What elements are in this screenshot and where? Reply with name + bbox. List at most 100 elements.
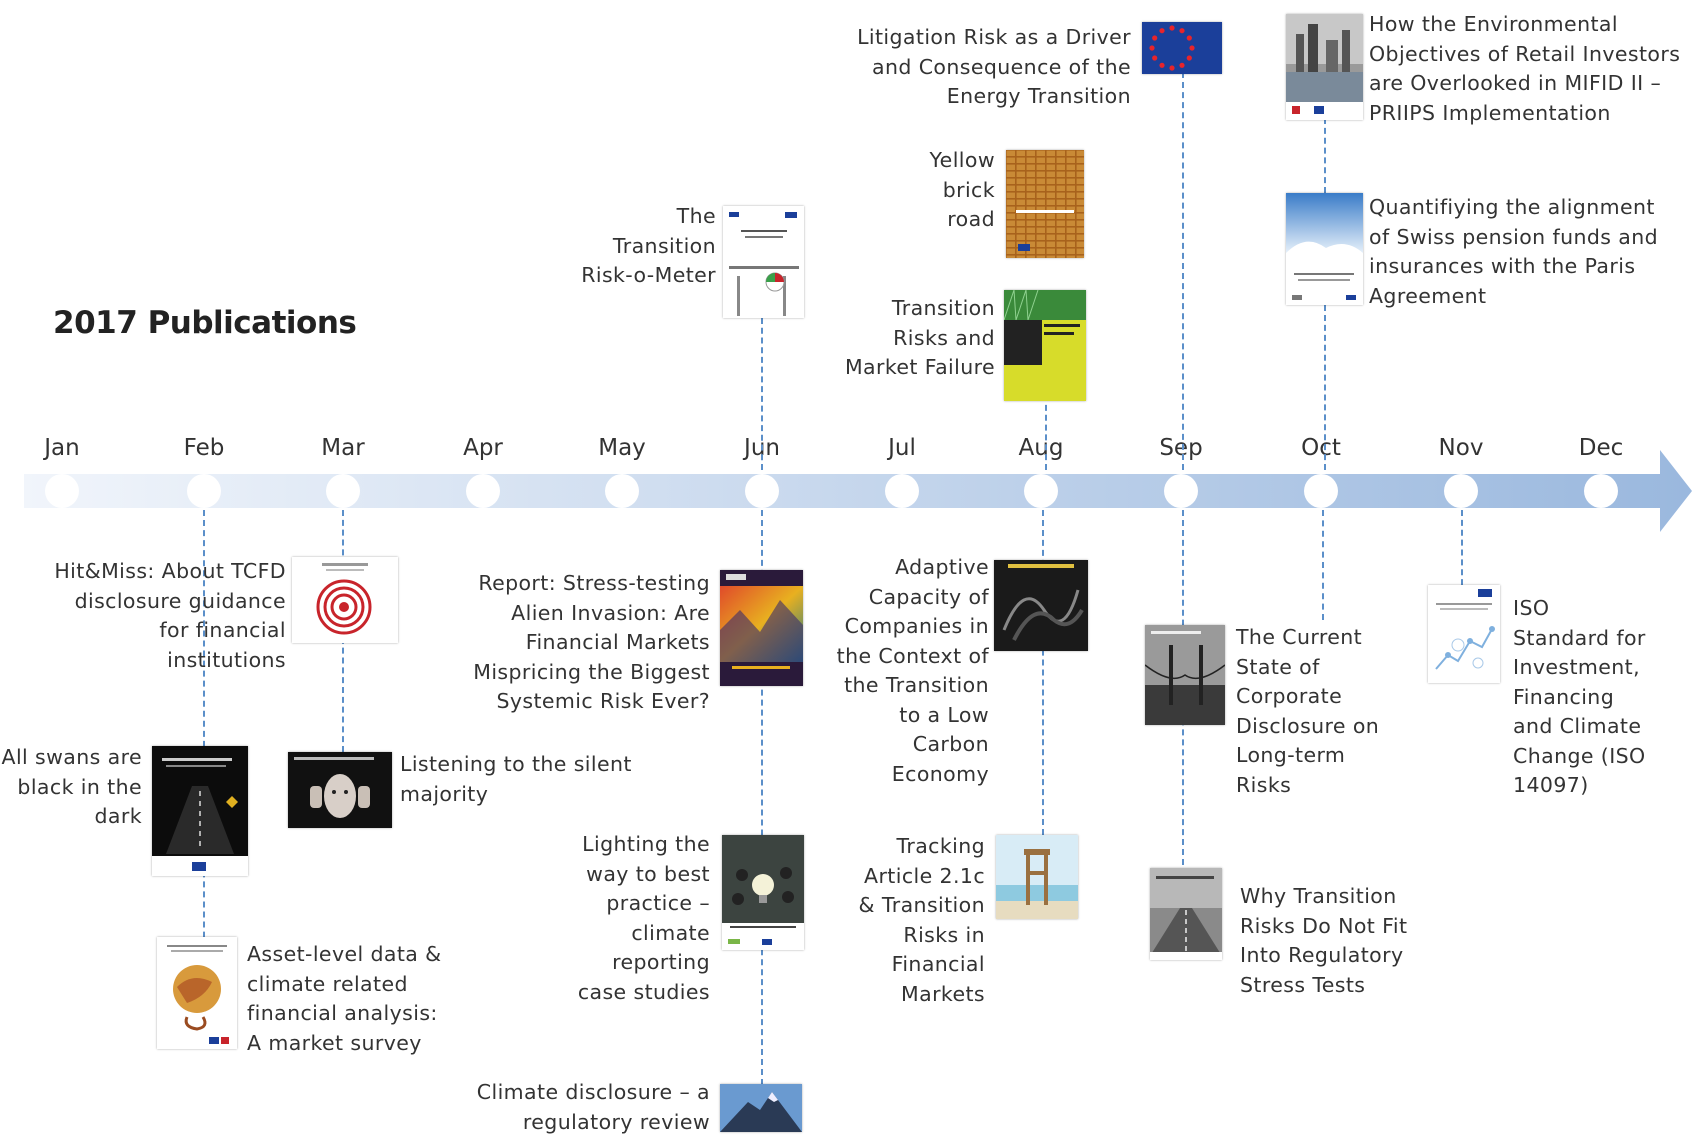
- publication-title-line: climate: [578, 919, 710, 949]
- month-marker: [466, 474, 500, 508]
- month-label-aug: Aug: [1019, 435, 1064, 461]
- publication-title-line: Economy: [837, 760, 989, 790]
- publication-title-line: Risks Do Not Fit: [1240, 912, 1407, 942]
- publication-title-line: Systemic Risk Ever?: [473, 687, 710, 717]
- publication-title-line: A market survey: [247, 1029, 442, 1059]
- publication-title-line: The Current: [1236, 623, 1379, 653]
- publication-title: Litigation Risk as a Driver and Conseque…: [857, 23, 1131, 112]
- eu-star-icon: [1152, 55, 1157, 60]
- publication-title-line: Change (ISO: [1513, 742, 1646, 772]
- dark-road-cover-icon: [152, 746, 248, 876]
- publication-title-line: Financing: [1513, 683, 1646, 713]
- eu-star-icon: [1187, 35, 1192, 40]
- publication-title-line: majority: [400, 780, 632, 810]
- mountain-cover-icon: [720, 1084, 802, 1132]
- journal-cover-icon: [1004, 290, 1086, 401]
- face-cover-icon: [288, 752, 392, 828]
- publication-title-line: and Climate: [1513, 712, 1646, 742]
- publication-title-line: for financial: [54, 616, 286, 646]
- publication-title-line: Why Transition: [1240, 882, 1407, 912]
- highway-cover-icon: [1150, 868, 1222, 960]
- publication-title-line: Risks in: [859, 921, 985, 951]
- publication-title-line: Transition: [845, 294, 995, 324]
- publication-title-line: reporting: [578, 948, 710, 978]
- eu-star-icon: [1179, 28, 1184, 33]
- publication-title: Why Transition Risks Do Not Fit Into Reg…: [1240, 882, 1407, 1000]
- publication-title-line: climate related: [247, 970, 442, 1000]
- publication-title: Adaptive Capacity of Companies in the Co…: [837, 553, 989, 789]
- publication-title-line: institutions: [54, 646, 286, 676]
- publication-title-line: Risk-o-Meter: [581, 261, 716, 291]
- publication-title-line: disclosure guidance: [54, 587, 286, 617]
- connector-line-oct-up-a: [1324, 118, 1326, 193]
- month-marker: [1444, 474, 1478, 508]
- month-marker: [187, 474, 221, 508]
- publication-title: ISO Standard for Investment, Financing a…: [1513, 594, 1646, 801]
- eu-star-icon: [1169, 25, 1174, 30]
- publication-title-line: insurances with the Paris: [1369, 252, 1658, 282]
- connector-line-oct-down: [1322, 510, 1324, 620]
- eu-star-icon: [1152, 35, 1157, 40]
- month-marker: [605, 474, 639, 508]
- month-label-oct: Oct: [1301, 435, 1341, 461]
- publication-title-line: Corporate: [1236, 682, 1379, 712]
- publication-title-line: Listening to the silent: [400, 750, 632, 780]
- month-label-feb: Feb: [184, 435, 225, 461]
- month-label-nov: Nov: [1439, 435, 1484, 461]
- publication-title-line: the Context of: [837, 642, 989, 672]
- month-label-dec: Dec: [1579, 435, 1624, 461]
- brick-cover-icon: [1006, 150, 1084, 258]
- publication-title-line: regulatory review: [477, 1108, 710, 1137]
- publication-title: Transition Risks and Market Failure: [845, 294, 995, 383]
- publication-title-line: are Overlooked in MIFID II –: [1369, 69, 1680, 99]
- publication-title-line: Yellow: [929, 146, 995, 176]
- globe-cover-icon: [157, 937, 237, 1049]
- month-label-jul: Jul: [888, 435, 916, 461]
- month-marker: [1584, 474, 1618, 508]
- publication-title-line: Carbon: [837, 730, 989, 760]
- publication-title-line: ISO: [1513, 594, 1646, 624]
- connector-line-jun-up: [761, 318, 763, 470]
- month-marker: [885, 474, 919, 508]
- connector-line-sep-up: [1182, 72, 1184, 470]
- lifeguard-cover-icon: [996, 835, 1078, 919]
- month-marker: [326, 474, 360, 508]
- publication-title-line: Investment,: [1513, 653, 1646, 683]
- publication-title: Yellow brick road: [929, 146, 995, 235]
- publication-title-line: black in the: [2, 773, 142, 803]
- publication-title-line: Tracking: [859, 832, 985, 862]
- connector-line-oct-up-b: [1324, 305, 1326, 470]
- eu-star-icon: [1169, 65, 1174, 70]
- publication-title: The Transition Risk-o-Meter: [581, 202, 716, 291]
- publication-title-line: & Transition: [859, 891, 985, 921]
- publication-title-line: Transition: [581, 232, 716, 262]
- publication-title-line: Financial: [859, 950, 985, 980]
- month-marker: [1024, 474, 1058, 508]
- publication-title-line: Mispricing the Biggest: [473, 658, 710, 688]
- publication-title-line: 14097): [1513, 771, 1646, 801]
- publication-title-line: Energy Transition: [857, 82, 1131, 112]
- publication-title: Hit&Miss: About TCFD disclosure guidance…: [54, 557, 286, 675]
- publication-title: All swans are black in the dark: [2, 743, 142, 832]
- publication-title-line: Long-term: [1236, 741, 1379, 771]
- bridge-cover-icon: [1145, 625, 1225, 725]
- page-title: 2017 Publications: [53, 305, 356, 341]
- meter-cover-icon: [723, 206, 804, 318]
- connector-line-aug-down: [1042, 510, 1044, 835]
- publication-title-line: The: [581, 202, 716, 232]
- publication-title-line: Markets: [859, 980, 985, 1010]
- publication-title-line: Alien Invasion: Are: [473, 599, 710, 629]
- publication-title-line: All swans are: [2, 743, 142, 773]
- month-label-may: May: [598, 435, 646, 461]
- month-marker: [745, 474, 779, 508]
- publication-title: How the Environmental Objectives of Reta…: [1369, 10, 1680, 128]
- publication-title: Asset-level data & climate related finan…: [247, 940, 442, 1058]
- publication-title-line: dark: [2, 802, 142, 832]
- month-label-mar: Mar: [321, 435, 364, 461]
- publication-title-line: and Consequence of the: [857, 53, 1131, 83]
- month-marker: [1304, 474, 1338, 508]
- eu-star-icon: [1189, 45, 1194, 50]
- month-label-jan: Jan: [44, 435, 79, 461]
- publication-title-line: Stress Tests: [1240, 971, 1407, 1001]
- eu-star-icon: [1149, 45, 1154, 50]
